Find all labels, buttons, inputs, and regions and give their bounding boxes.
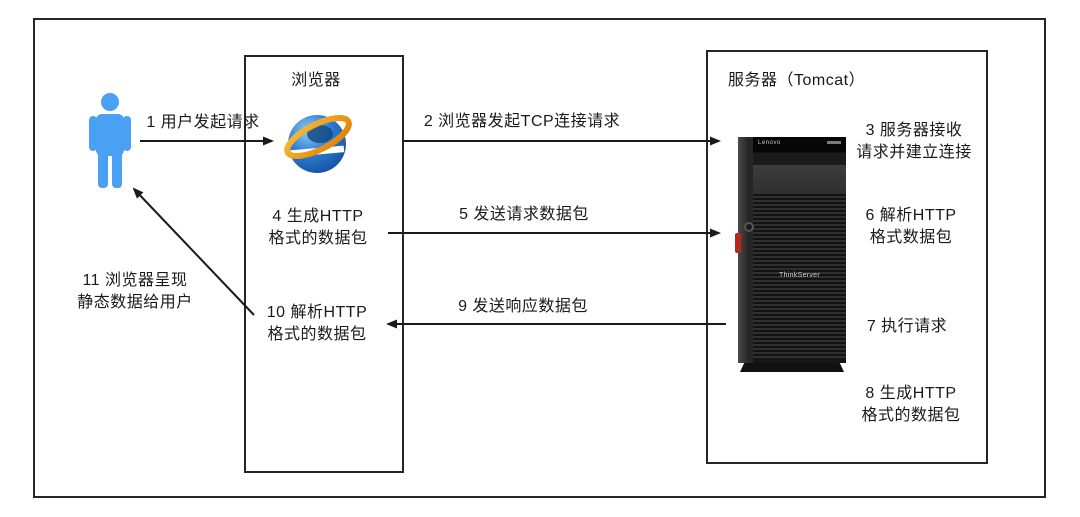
tower-front-panel: Lenovo ThinkServer bbox=[753, 137, 846, 363]
step-10-label: 10 解析HTTP 格式的数据包 bbox=[266, 304, 368, 343]
tower-red-accent bbox=[735, 233, 741, 253]
thinkserver-logo: ThinkServer bbox=[778, 272, 821, 279]
browser-box-title: 浏览器 bbox=[291, 72, 341, 89]
person-icon bbox=[89, 92, 131, 195]
tower-power-button-icon bbox=[744, 222, 754, 232]
model-number-label bbox=[827, 141, 841, 144]
server-box bbox=[706, 50, 988, 464]
step-11-label: 11 浏览器呈现 静态数据给用户 bbox=[77, 272, 193, 311]
diagram-outer-frame bbox=[33, 18, 1046, 498]
step-7-label: 7 执行请求 bbox=[866, 318, 948, 335]
step-8-label: 8 生成HTTP 格式的数据包 bbox=[861, 385, 961, 424]
step-1-label: 1 用户发起请求 bbox=[146, 114, 260, 131]
step-2-label: 2 浏览器发起TCP连接请求 bbox=[423, 113, 621, 130]
step-9-label: 9 发送响应数据包 bbox=[458, 298, 588, 315]
server-box-title: 服务器（Tomcat） bbox=[728, 72, 866, 89]
step-6-label: 6 解析HTTP 格式数据包 bbox=[865, 207, 957, 246]
server-tower-image: Lenovo ThinkServer bbox=[735, 137, 846, 372]
step-4-label: 4 生成HTTP 格式的数据包 bbox=[268, 208, 368, 247]
tower-side-panel bbox=[738, 137, 753, 363]
tower-feet bbox=[740, 363, 844, 372]
step-5-label: 5 发送请求数据包 bbox=[459, 206, 589, 223]
lenovo-logo: Lenovo bbox=[758, 140, 781, 146]
step-3-label: 3 服务器接收 请求并建立连接 bbox=[856, 122, 972, 161]
ie-browser-icon bbox=[280, 103, 356, 184]
tower-upper-panel bbox=[753, 165, 846, 192]
tower-vent-grille: ThinkServer bbox=[753, 192, 846, 358]
tower-bottom-lip bbox=[753, 358, 846, 363]
tower-top-bezel: Lenovo bbox=[753, 137, 846, 165]
